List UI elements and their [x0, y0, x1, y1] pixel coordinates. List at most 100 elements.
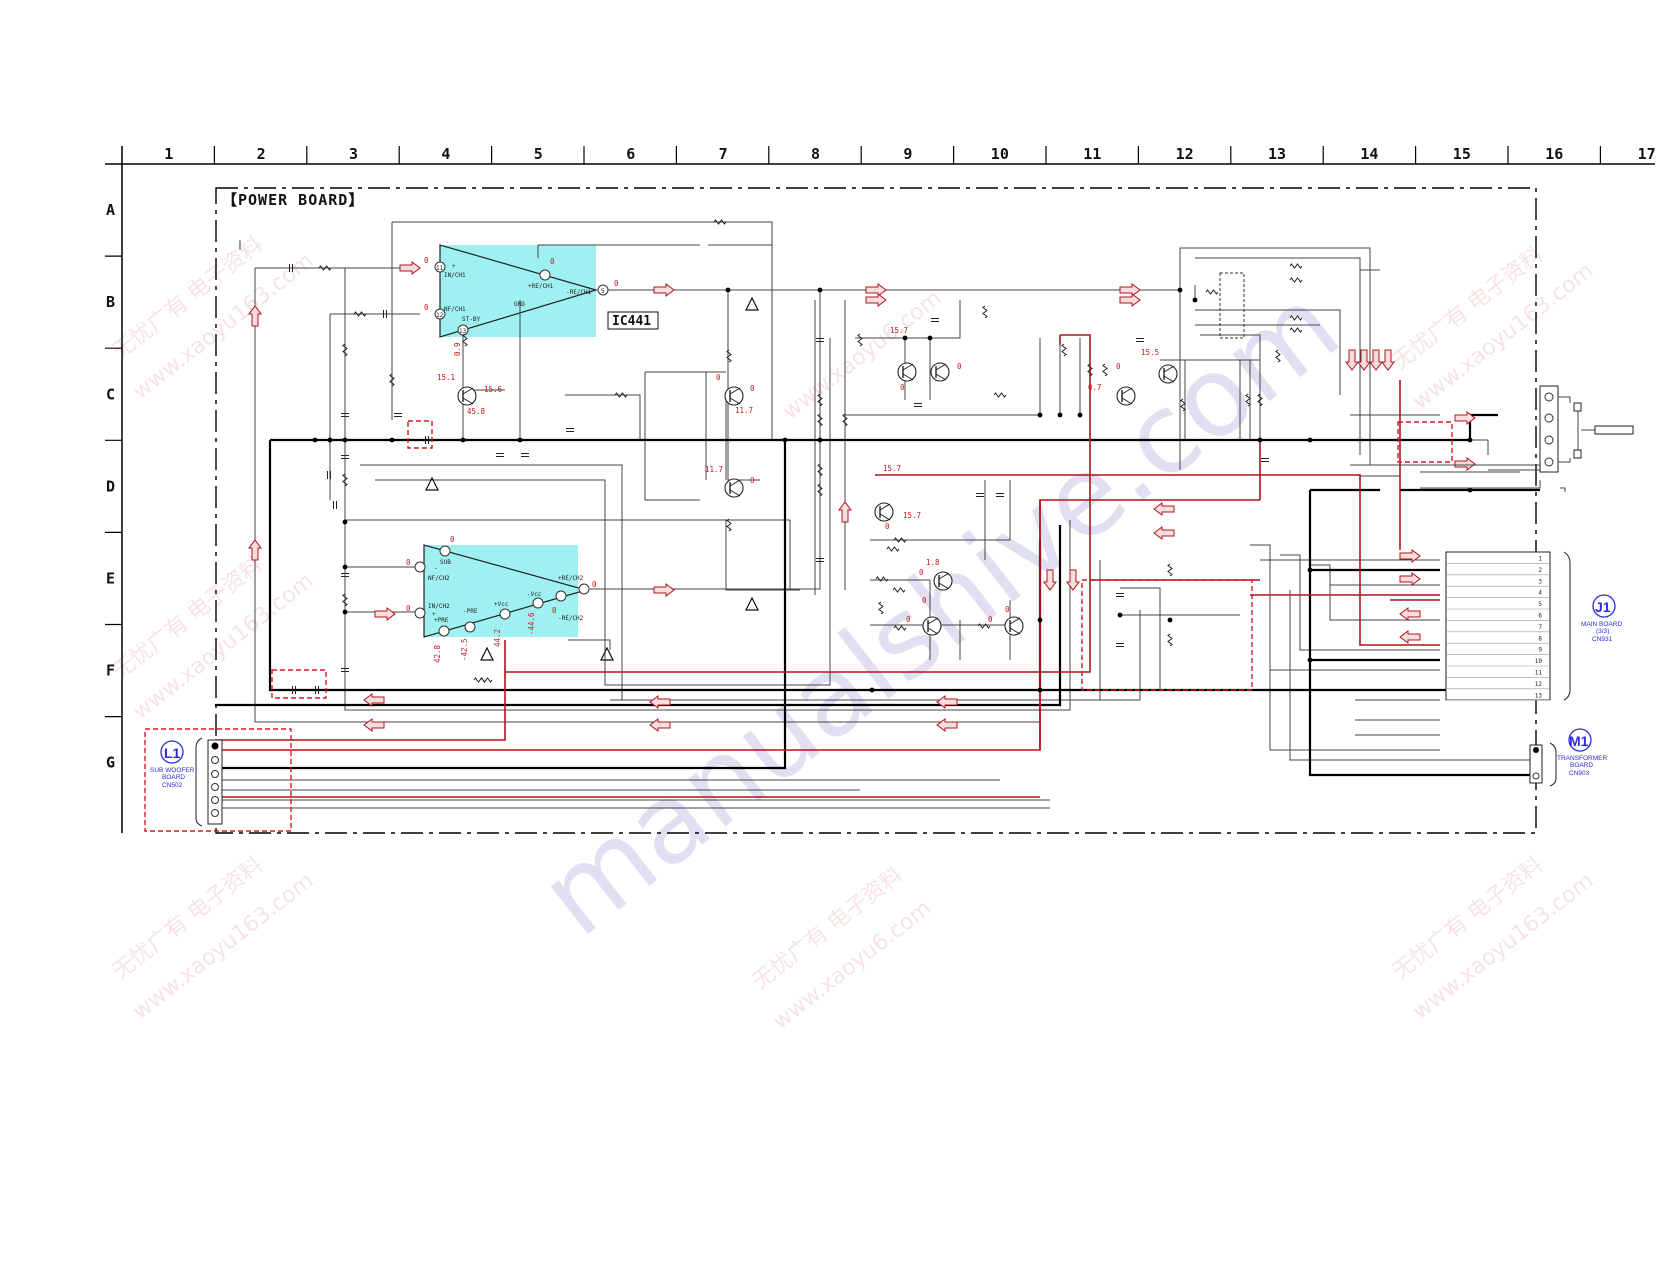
- capacitor-icon: [496, 453, 504, 457]
- capacitor-icon: [816, 338, 824, 342]
- signal-flow-arrow: [865, 293, 887, 307]
- row-label: C: [106, 385, 115, 403]
- signal-flow-arrow: [649, 695, 671, 709]
- transistor-icon: [922, 616, 942, 636]
- cn903-connector: [1529, 742, 1557, 787]
- cn931-pin-label: 1: [1538, 556, 1542, 563]
- capacitor-icon: [315, 686, 319, 694]
- signal-flow-arrow: [1454, 457, 1476, 471]
- voltage-c7-coll: 0: [750, 384, 755, 393]
- voltage-c12-c: 0: [1116, 362, 1121, 371]
- column-label: 11: [1083, 145, 1101, 163]
- voltage-d7-coll: 0: [750, 476, 755, 485]
- cn931-pin-label: 12: [1535, 681, 1543, 688]
- resistor-icon: [875, 576, 889, 582]
- junctions: [312, 287, 1473, 693]
- capacitor-icon: [292, 686, 296, 694]
- row-label: F: [106, 662, 115, 680]
- signal-flow-arrow: [1399, 572, 1421, 586]
- capacitor-icon: [566, 428, 574, 432]
- resistor-icon: [342, 343, 348, 357]
- resistor-icon: [713, 219, 727, 225]
- resistor-icon: [892, 587, 906, 593]
- voltage-q-collector: 15.6: [484, 385, 503, 394]
- voltage-c7-emit: 11.7: [735, 406, 753, 415]
- capacitor-icon: [327, 471, 331, 479]
- pin-11-label: 11: [436, 265, 444, 272]
- p-vcc-label: +Vcc: [494, 601, 509, 608]
- signal-flow-arrow: [865, 283, 887, 297]
- voltage-out-ch2: 0: [592, 580, 597, 589]
- transistor-icon: [1004, 616, 1024, 636]
- capacitor-icon: [1116, 643, 1124, 647]
- voltage-c9-a: 15.7: [890, 326, 908, 335]
- voltage-p-vcc: 44.2: [493, 629, 502, 647]
- capacitor-icon: [1261, 458, 1269, 462]
- resistor-icon: [353, 311, 367, 317]
- column-label: 16: [1545, 145, 1563, 163]
- capacitor-icon: [521, 453, 529, 457]
- transistor-icon: [724, 478, 744, 498]
- transistor-icon: [457, 386, 477, 406]
- in-ch2-label: IN/CH2: [428, 603, 450, 610]
- signal-flow-arrow: [1119, 293, 1141, 307]
- signal-flow-arrow: [363, 693, 385, 707]
- resistor-icon: [1289, 263, 1303, 269]
- resistor-icon: [817, 413, 823, 427]
- voltage-q-emitter: 45.8: [467, 407, 486, 416]
- voltage-pin12: 0: [424, 303, 429, 312]
- row-label: A: [106, 201, 115, 219]
- voltage-d9-b: 15.7: [903, 511, 921, 520]
- capacitor-icon: [976, 493, 984, 497]
- column-label: 14: [1360, 145, 1378, 163]
- l1-line3: CN502: [162, 782, 183, 789]
- voltage-f9: 0: [906, 615, 911, 624]
- voltage-e9: 1.8: [926, 558, 940, 567]
- speaker-terminal: [1400, 385, 1634, 492]
- capacitor-icon: [816, 558, 824, 562]
- column-label: 13: [1268, 145, 1286, 163]
- capacitor-icon: [914, 403, 922, 407]
- j1-line2: (3/3): [1596, 628, 1609, 635]
- l1-line1: SUB WOOFER: [150, 767, 195, 774]
- voltage-c10: 0: [957, 362, 962, 371]
- capacitor-icon: [1136, 338, 1144, 342]
- capacitor-icon: [289, 264, 293, 272]
- resistor-icon: [726, 349, 732, 363]
- column-label: 1: [164, 145, 173, 163]
- signal-flow-arrow: [399, 261, 421, 275]
- voltage-d9-a: 15.7: [883, 464, 901, 473]
- resistor-icon: [614, 392, 628, 398]
- column-label: 7: [719, 145, 728, 163]
- resistor-icon: [1289, 327, 1303, 333]
- signal-flow-arrow: [374, 607, 396, 621]
- capacitor-icon: [341, 573, 349, 577]
- signal-flow-arrow: [1345, 349, 1359, 371]
- signal-flow-arrow: [1153, 526, 1175, 540]
- voltage-f10: 0: [988, 615, 993, 624]
- capacitor-icon: [341, 455, 349, 459]
- highlight-boxes: [144, 272, 1453, 832]
- grid-frame: [105, 146, 1655, 833]
- in-ch2-sign: +: [432, 611, 436, 618]
- transistor-icon: [1116, 386, 1136, 406]
- resistor-icon: [817, 483, 823, 497]
- cn931-pin-label: 13: [1535, 692, 1543, 699]
- resistor-icon: [1167, 563, 1173, 577]
- voltage-p-pre: 42.8: [433, 644, 442, 663]
- in-ch1-sign: +: [452, 263, 456, 270]
- cn931-pin-label: 7: [1538, 624, 1542, 631]
- capacitor-icon: [394, 413, 402, 417]
- transistor-icon: [930, 362, 950, 382]
- voltage-pre-ch1: 0: [550, 257, 555, 266]
- ic-label-box: [607, 311, 659, 330]
- st-by-label: ST-BY: [462, 316, 480, 323]
- voltage-out-ch1: 0: [614, 279, 619, 288]
- signal-flow-arrow: [1119, 283, 1141, 297]
- cn931-pin-label: 6: [1538, 613, 1542, 620]
- signal-flow-arrow: [653, 583, 675, 597]
- resistor-icon: [1275, 349, 1281, 363]
- voltage-st-by: 0.9: [453, 342, 462, 356]
